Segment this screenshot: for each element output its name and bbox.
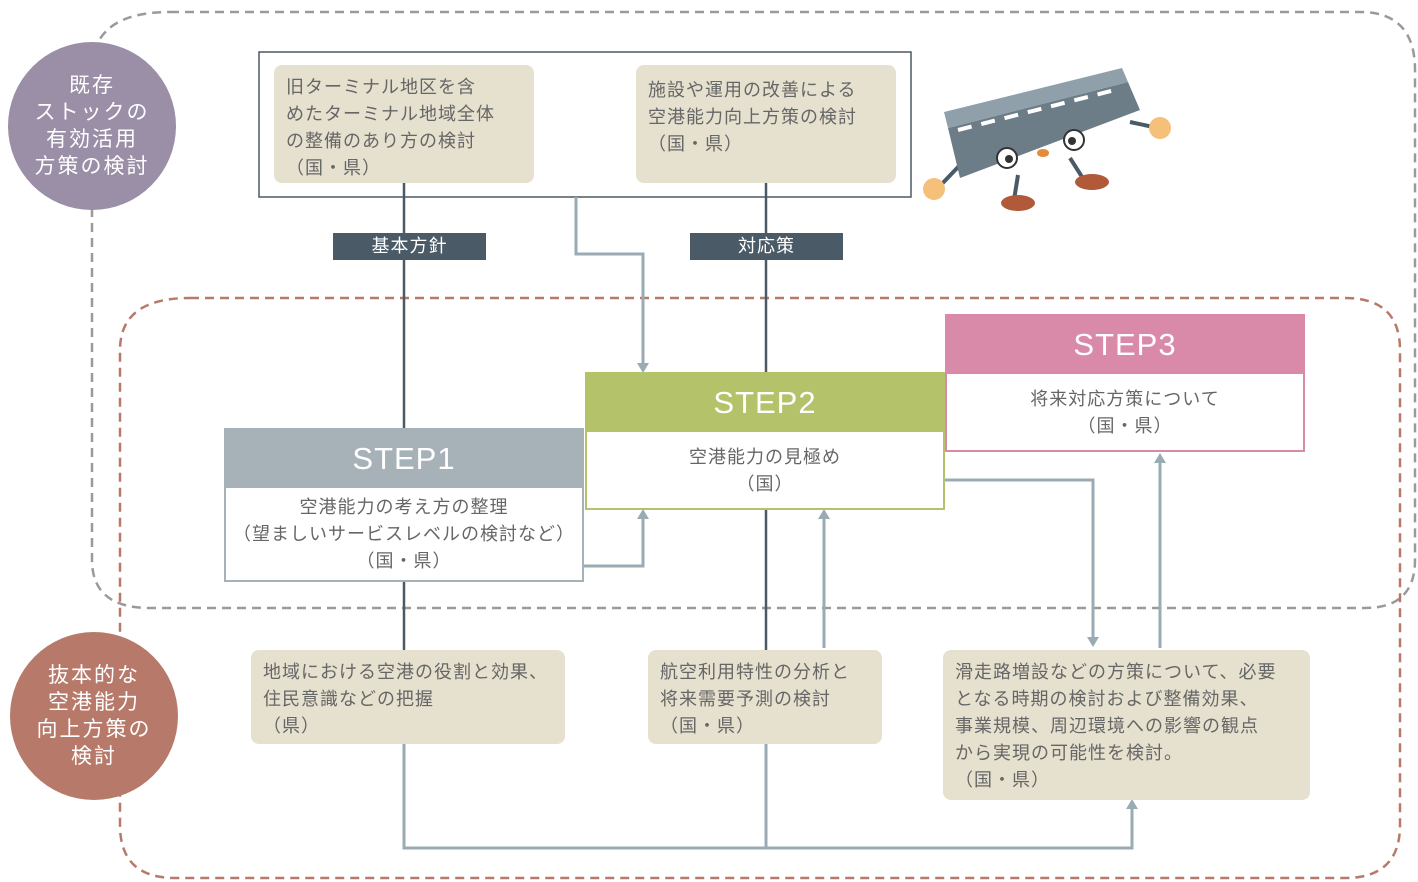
capacity-improvement-label: 抜本的な 空港能力 向上方策の 検討 [10,632,178,800]
tag-basic-policy: 基本方針 [333,233,486,260]
step2-body: 空港能力の見極め （国） [689,447,841,495]
note-terminal: 旧ターミナル地区を含 めたターミナル地域全体 の整備のあり方の検討 （国・県） [274,65,534,183]
arrow-step2-to-runway [943,478,1099,647]
note-facility: 施設や運用の改善による 空港能力向上方策の検討 （国・県） [636,65,896,183]
step1-title: STEP1 [226,430,582,488]
arrow-bottom-to-runway [402,744,1138,850]
step3-box: STEP3 将来対応方策について （国・県） [945,314,1305,452]
step2-title: STEP2 [587,374,943,432]
note-regional: 地域における空港の役割と効果、 住民意識などの把握 （県） [251,650,565,744]
runway-mascot-icon [923,68,1171,211]
step3-title: STEP3 [947,316,1303,374]
note-runway: 滑走路増設などの方策について、必要 となる時期の検討および整備効果、 事業規模、… [943,650,1310,800]
arrow-terminal-to-step2 [574,197,649,373]
tag-countermeasure: 対応策 [690,233,843,260]
note-demand: 航空利用特性の分析と 将来需要予測の検討 （国・県） [648,650,882,744]
existing-stock-label: 既存 ストックの 有効活用 方策の検討 [8,42,176,210]
capacity-region [118,296,1402,880]
step1-box: STEP1 空港能力の考え方の整理 （望ましいサービスレベルの検討など） （国・… [224,428,584,582]
arrow-step1-to-step2 [583,509,649,568]
step3-body: 将来対応方策について （国・県） [1030,389,1220,437]
step2-box: STEP2 空港能力の見極め （国） [585,372,945,510]
existing-stock-region [90,10,1417,610]
step1-body: 空港能力の考え方の整理 （望ましいサービスレベルの検討など） （国・県） [233,497,575,572]
